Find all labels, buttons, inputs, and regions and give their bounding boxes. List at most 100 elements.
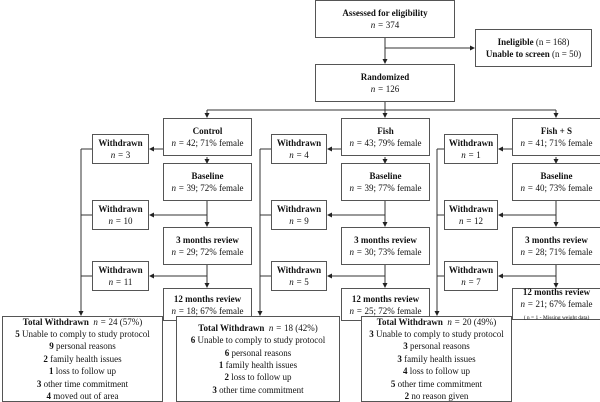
arm-name: Control	[192, 126, 223, 136]
reason-count: 4	[46, 391, 52, 402]
fish-s-total-withdrawn-box: Total Withdrawn n = 20 (49%)3 Unable to …	[361, 316, 512, 402]
reason-count: 3	[403, 341, 408, 352]
total-n: 24 (57%)	[108, 316, 143, 327]
stage-n: 39; 72% female	[186, 183, 244, 193]
fish-total-withdrawn-box: Total Withdrawn n = 18 (42%)6 Unable to …	[176, 316, 340, 402]
n-label: n =	[171, 247, 187, 257]
n-label: n =	[108, 277, 124, 287]
reason-count: 2	[224, 372, 229, 383]
assessed-box: Assessed for eligibility n = 374	[315, 0, 455, 38]
stage-title: 3 months review	[354, 235, 417, 245]
reason-text: personal reasons	[410, 341, 470, 352]
stage-title: 12 months review	[522, 287, 591, 297]
stage-n: 39; 77% female	[364, 183, 422, 193]
reason-text: other time commitment	[43, 378, 129, 389]
reason-text: personal reasons	[231, 347, 292, 358]
ineligible-label: Ineligible	[497, 37, 534, 47]
stage-title: Baseline	[191, 171, 224, 181]
reason-text: family health issues	[225, 360, 298, 370]
withdrawn-label: Withdrawn	[448, 204, 494, 214]
n-label: n =	[268, 322, 284, 333]
withdrawn-n: 10	[123, 216, 133, 226]
stage-n: 30; 73% female	[364, 247, 422, 257]
control-withdrawn-box: Withdrawn n = 3	[92, 134, 149, 164]
n-label: n =	[370, 84, 386, 94]
n-label: n =	[349, 138, 365, 148]
randomized-title: Randomized	[360, 72, 410, 82]
reason-count: 5	[390, 378, 396, 389]
n-label: n =	[93, 316, 109, 327]
n-label: n =	[171, 183, 187, 193]
total-label: Total Withdrawn	[376, 316, 443, 327]
stage-n: 43; 79% female	[364, 138, 422, 148]
withdrawn-n: 5	[304, 277, 309, 287]
assessed-n: 374	[385, 20, 400, 30]
n-label: n =	[520, 247, 536, 257]
stage-n: 40; 73% female	[535, 183, 593, 193]
n-label: n =	[108, 216, 124, 226]
randomized-box: Randomized n = 126	[315, 64, 455, 102]
n-label: n =	[171, 305, 187, 316]
arm-name: Fish	[377, 126, 394, 136]
n-label: n =	[349, 305, 365, 316]
stage-title: 3 months review	[176, 235, 239, 245]
withdrawn-n: 7	[476, 277, 481, 287]
withdrawn-n: 12	[474, 216, 484, 226]
fish-info-box: Fish n = 43; 79% female	[341, 118, 430, 156]
reason-count: 1	[48, 366, 54, 377]
fish-s-baseline-box: Baseline n = 40; 73% female	[512, 163, 600, 201]
reason-text: Unable to comply to study protocol	[22, 328, 150, 339]
n-label: n =	[349, 183, 365, 193]
withdrawn-n: 9	[304, 216, 309, 226]
total-n: 18 (42%)	[283, 322, 318, 333]
n-label: n =	[520, 183, 536, 193]
n-label: n =	[110, 150, 126, 160]
withdrawn-label: Withdrawn	[276, 138, 322, 148]
randomized-n: 126	[385, 84, 400, 94]
reason-count: 6	[224, 347, 230, 358]
missing-data-note: ( n = 1 - Missing weight data)	[523, 315, 590, 321]
reason-text: loss to follow up	[409, 366, 470, 377]
n-label: n =	[289, 216, 305, 226]
withdrawn-label: Withdrawn	[276, 265, 322, 275]
reason-count: 3	[36, 378, 42, 389]
reason-count: 2	[43, 353, 48, 364]
withdrawn-label: Withdrawn	[448, 265, 494, 275]
reason-text: family health issues	[50, 353, 122, 364]
withdrawn-n: 3	[125, 150, 131, 160]
n-label: n =	[289, 277, 305, 287]
control-baseline-box: Baseline n = 39; 72% female	[163, 163, 252, 201]
fish-withdrawn-box: Withdrawn n = 5	[271, 261, 327, 291]
n-label: n =	[520, 138, 536, 148]
reason-text: moved out of area	[53, 391, 119, 402]
reason-count: 9	[49, 341, 54, 352]
stage-n: 41; 71% female	[535, 138, 593, 148]
n-label: n =	[370, 20, 386, 30]
reason-count: 2	[404, 391, 410, 402]
stage-title: 12 months review	[173, 293, 242, 304]
stage-title: Baseline	[540, 171, 573, 181]
total-n: 20 (49%)	[462, 316, 497, 327]
reason-text: other time commitment	[397, 378, 483, 389]
withdrawn-label: Withdrawn	[98, 138, 143, 148]
reason-count: 3	[212, 384, 217, 395]
reason-text: family health issues	[404, 353, 476, 364]
n-label: n =	[447, 316, 463, 327]
stage-n: 25; 72% female	[364, 305, 422, 316]
withdrawn-label: Withdrawn	[98, 265, 143, 275]
reason-text: personal reasons	[56, 341, 116, 352]
reason-text: Unable to comply to study protocol	[197, 335, 326, 346]
stage-title: 12 months review	[351, 293, 420, 304]
n-label: n =	[461, 150, 477, 160]
